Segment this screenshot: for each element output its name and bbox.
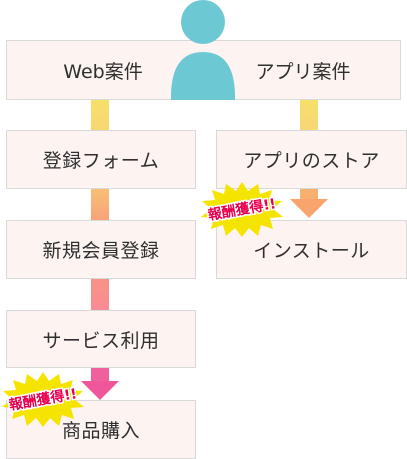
step-label: 商品購入 (61, 420, 140, 442)
step-label: アプリのストア (243, 150, 380, 172)
step-label: 新規会員登録 (42, 240, 160, 262)
connector-app-2 (300, 188, 318, 200)
connector-4 (91, 368, 109, 382)
reward-badge-app: 報酬獲得!! (201, 182, 283, 237)
person-icon (170, 0, 236, 100)
arrowhead-install (290, 199, 328, 218)
step-label: 登録フォーム (42, 150, 160, 172)
step-registration-form: 登録フォーム (6, 130, 196, 189)
arrowhead-purchase (81, 381, 119, 400)
step-label: インストール (253, 240, 370, 262)
step-new-member: 新規会員登録 (6, 220, 196, 279)
step-service-use: サービス利用 (6, 310, 196, 368)
web-case-label: Web案件 (63, 60, 143, 83)
step-app-store: アプリのストア (216, 130, 407, 189)
reward-badge-web: 報酬獲得!! (2, 372, 84, 427)
connector-app-1 (300, 100, 318, 136)
connector-2 (91, 188, 109, 221)
connector-1 (91, 100, 109, 139)
step-label: サービス利用 (42, 329, 160, 352)
connector-3 (91, 279, 109, 313)
step-install: インストール (216, 220, 407, 279)
app-case-label: アプリ案件 (255, 60, 351, 83)
step-purchase: 商品購入 (6, 400, 196, 459)
